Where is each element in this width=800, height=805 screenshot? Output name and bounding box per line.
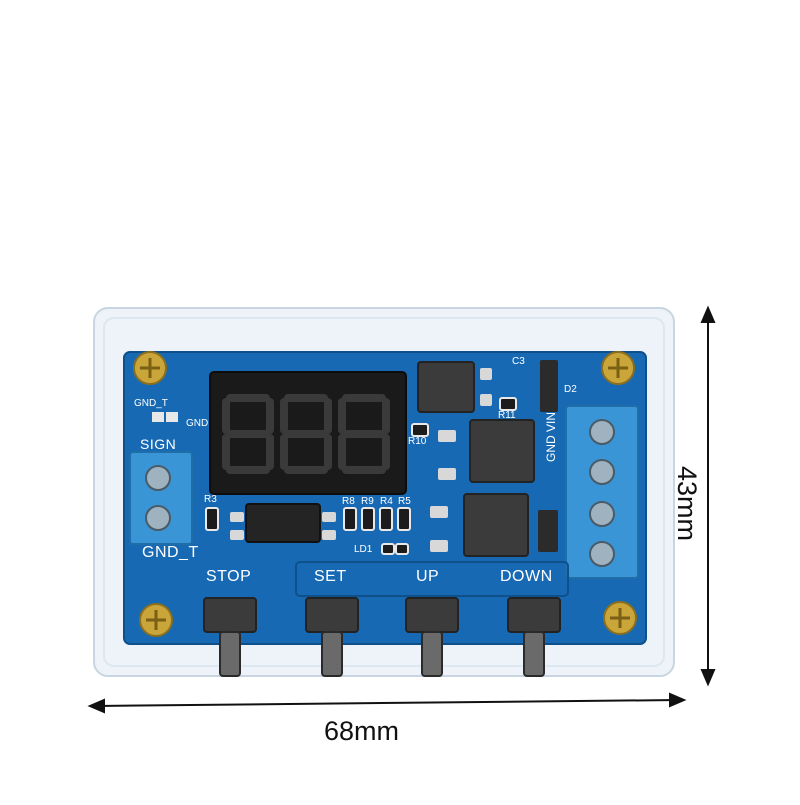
right-terminal-block: [565, 405, 639, 579]
down-label: DOWN: [500, 568, 553, 585]
optocoupler-chip: [245, 503, 321, 543]
jumper-pin: [166, 412, 178, 422]
diode: [538, 510, 558, 552]
up-label: UP: [416, 568, 440, 585]
gnd-t-label: GND_T: [142, 544, 199, 561]
terminal-screw-icon: [145, 505, 171, 531]
screw-icon: [133, 351, 167, 385]
stop-label: STOP: [206, 568, 252, 585]
sign-label: SIGN: [140, 436, 177, 452]
height-label: 43mm: [672, 466, 702, 542]
stop-button[interactable]: [203, 597, 257, 677]
up-button[interactable]: [405, 597, 459, 677]
silkscreen-r3: R3: [204, 494, 217, 505]
diode: [540, 360, 558, 412]
silkscreen-r4: R4: [380, 496, 393, 507]
jumper-pin: [152, 412, 164, 422]
vin-label: VIN: [544, 411, 558, 432]
jumper-label-right: GND: [186, 418, 209, 429]
silkscreen-r5: R5: [398, 496, 411, 507]
terminal-screw-icon: [589, 459, 615, 485]
display-segments: [222, 394, 390, 474]
width-label: 68mm: [324, 716, 400, 746]
terminal-screw-icon: [589, 541, 615, 567]
silkscreen-c3: C3: [512, 356, 525, 367]
mosfet-chip: [469, 419, 535, 483]
gnd-label: GND: [544, 435, 558, 462]
case-inner-edge: [103, 317, 665, 667]
screw-icon: [603, 601, 637, 635]
silkscreen-ld1: LD1: [354, 544, 373, 555]
silkscreen-r9: R9: [361, 496, 374, 507]
terminal-screw-icon: [589, 501, 615, 527]
silkscreen-d2: D2: [564, 384, 577, 395]
screw-icon: [139, 603, 173, 637]
terminal-screw-icon: [145, 465, 171, 491]
width-dimension-arrow: [87, 692, 687, 714]
mosfet-chip: [463, 493, 529, 557]
terminal-screw-icon: [589, 419, 615, 445]
set-label: SET: [314, 568, 347, 585]
regulator-chip: [417, 361, 475, 413]
silkscreen-r8: R8: [342, 496, 355, 507]
down-button[interactable]: [507, 597, 561, 677]
silkscreen-r10: R10: [408, 436, 427, 447]
silkscreen-r11: R11: [498, 410, 516, 421]
screw-icon: [601, 351, 635, 385]
set-button[interactable]: [305, 597, 359, 677]
height-dimension-arrow: [700, 305, 716, 687]
jumper-label-left: GND_T: [134, 398, 168, 409]
